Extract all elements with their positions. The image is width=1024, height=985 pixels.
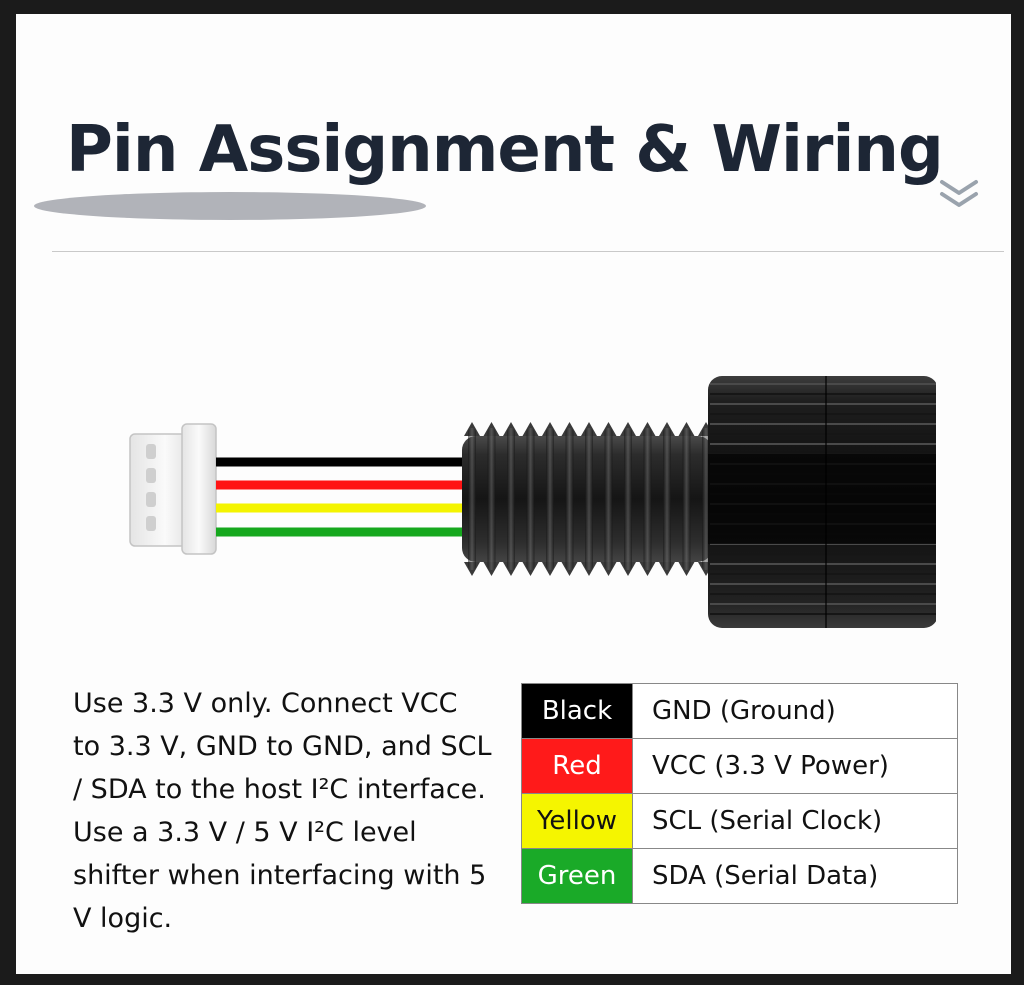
sensor-wiring-diagram: [129, 376, 936, 628]
page-title: Pin Assignment & Wiring: [66, 113, 944, 187]
signal-name-cell: SCL (Serial Clock): [632, 793, 958, 849]
wiring-description: Use 3.3 V only. Connect VCC to 3.3 V, GN…: [73, 688, 492, 934]
threaded-body: [462, 422, 714, 576]
double-chevron-down-icon[interactable]: [938, 178, 980, 210]
header-divider: [52, 251, 1004, 252]
knurled-knob: [708, 376, 936, 628]
title-underline-swoosh: [34, 192, 426, 220]
wire-bundle: [216, 457, 468, 537]
wire-color-cell: Black: [521, 683, 633, 739]
signal-name-cell: SDA (Serial Data): [632, 848, 958, 904]
wire-color-cell: Yellow: [521, 793, 633, 849]
wire-color-cell: Green: [521, 848, 633, 904]
signal-name-cell: VCC (3.3 V Power): [632, 738, 958, 794]
wire-color-cell: Red: [521, 738, 633, 794]
signal-name-cell: GND (Ground): [632, 683, 958, 739]
page-frame: Pin Assignment & Wiring: [16, 14, 1011, 974]
jst-connector: [129, 423, 217, 555]
